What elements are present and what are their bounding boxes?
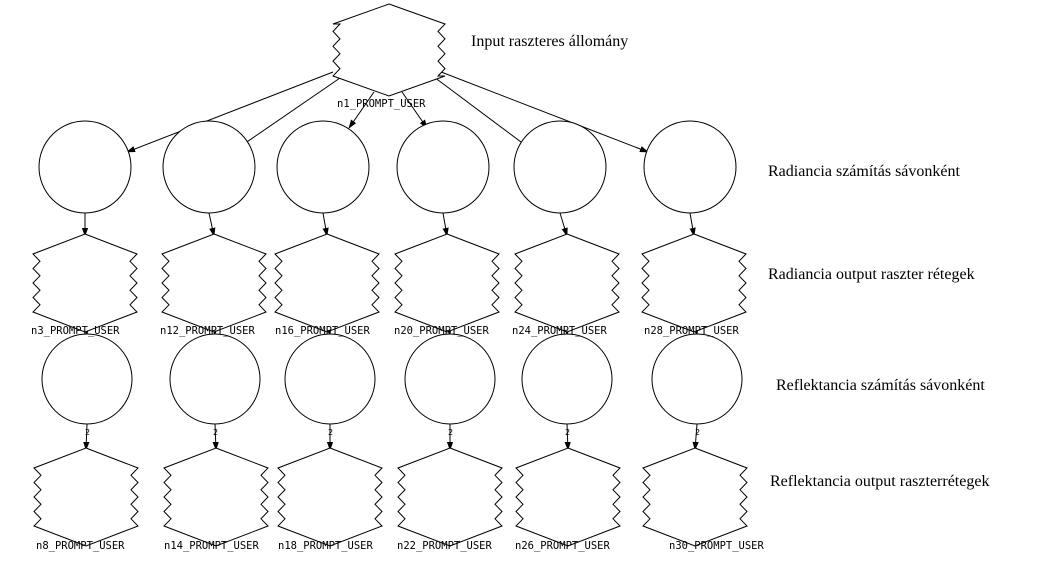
label-reflectance-output: Reflektancia output raszterrétegek: [770, 473, 989, 490]
radiance-output-raster-4: [394, 233, 500, 333]
radiance-output-label-3: n16_PROMPT_USER: [275, 325, 371, 337]
radiance-output-raster-2: [161, 233, 267, 333]
radiance-output-raster-5: [514, 233, 620, 333]
reflectance-output-raster-2: [163, 447, 269, 547]
edge-input-to-radiance-calc-6: [435, 69, 649, 153]
edge-reflectance-calc-to-output-1: [83, 423, 90, 451]
radiance-calc-node-2: [162, 120, 256, 214]
link-mark-1: 2: [85, 428, 90, 437]
input-node-label: n1_PROMPT_USER: [337, 98, 426, 110]
edge-radiance-calc-to-output-6: [689, 212, 696, 237]
label-radiance-calc: Radiancia számítás sávonként: [768, 163, 960, 180]
label-reflectance-calc: Reflektancia számítás sávonként: [776, 377, 985, 394]
radiance-output-raster-1: [32, 233, 138, 333]
radiance-calc-node-6: [643, 120, 737, 214]
edge-radiance-calc-to-output-4: [442, 212, 449, 237]
edge-reflectance-calc-to-output-5: [564, 423, 571, 451]
reflectance-calc-node-1: [41, 333, 133, 425]
reflectance-calc-node-6: [651, 333, 743, 425]
radiance-calc-node-1: [38, 120, 132, 214]
reflectance-output-label-5: n26_PROMPT_USER: [515, 540, 611, 552]
reflectance-output-raster-4: [397, 447, 503, 547]
radiance-output-raster-6: [641, 233, 747, 333]
reflectance-output-raster-1: [33, 447, 139, 547]
labels: Input raszteres állomány Radiancia számí…: [31, 33, 989, 552]
link-mark-3: 2: [328, 428, 333, 437]
reflectance-calc-node-4: [404, 333, 496, 425]
link-mark-4: 2: [448, 428, 453, 437]
edge-input-to-radiance-calc-5: [429, 73, 530, 149]
radiance-output-label-6: n28_PROMPT_USER: [644, 325, 740, 337]
reflectance-output-label-3: n18_PROMPT_USER: [278, 540, 374, 552]
radiance-output-label-1: n3_PROMPT_USER: [31, 325, 120, 337]
link-mark-2: 2: [213, 428, 218, 437]
reflectance-output-label-6: n30_PROMPT_USER: [669, 540, 765, 552]
radiance-calc-node-4: [396, 120, 490, 214]
edge-reflectance-calc-to-output-6: [692, 423, 699, 451]
radiance-output-label-4: n20_PROMPT_USER: [394, 325, 490, 337]
radiance-calc-node-3: [276, 120, 370, 214]
reflectance-calc-node-5: [521, 333, 613, 425]
edge-input-to-radiance-calc-4: [401, 91, 428, 129]
radiance-output-label-2: n12_PROMPT_USER: [160, 325, 256, 337]
input-raster-node: [332, 3, 446, 97]
label-radiance-output: Radiancia output raszter rétegek: [768, 266, 975, 283]
reflectance-output-label-1: n8_PROMPT_USER: [36, 540, 125, 552]
reflectance-output-label-4: n22_PROMPT_USER: [397, 540, 493, 552]
reflectance-output-label-2: n14_PROMPT_USER: [164, 540, 260, 552]
radiance-calc-node-5: [513, 120, 607, 214]
reflectance-output-raster-6: [642, 447, 748, 547]
edge-radiance-calc-to-output-3: [322, 212, 329, 237]
reflectance-calc-node-3: [284, 333, 376, 425]
edge-input-to-radiance-calc-1: [126, 71, 334, 153]
reflectance-output-raster-5: [515, 447, 621, 547]
radiance-output-label-5: n24_PROMPT_USER: [512, 325, 608, 337]
radiance-output-raster-3: [274, 233, 380, 333]
nodes: [32, 3, 748, 547]
edge-reflectance-calc-to-output-2: [212, 423, 219, 451]
reflectance-calc-node-2: [169, 333, 261, 425]
reflectance-output-raster-3: [277, 447, 383, 547]
label-input-raster: Input raszteres állomány: [471, 33, 628, 50]
link-mark-5: 2: [565, 428, 570, 437]
edge-input-to-radiance-calc-3: [348, 91, 375, 129]
edge-radiance-calc-to-output-2: [208, 212, 216, 237]
link-mark-6: 2: [695, 428, 700, 437]
edge-input-to-radiance-calc-2: [240, 77, 341, 147]
edge-radiance-calc-to-output-5: [559, 212, 568, 237]
